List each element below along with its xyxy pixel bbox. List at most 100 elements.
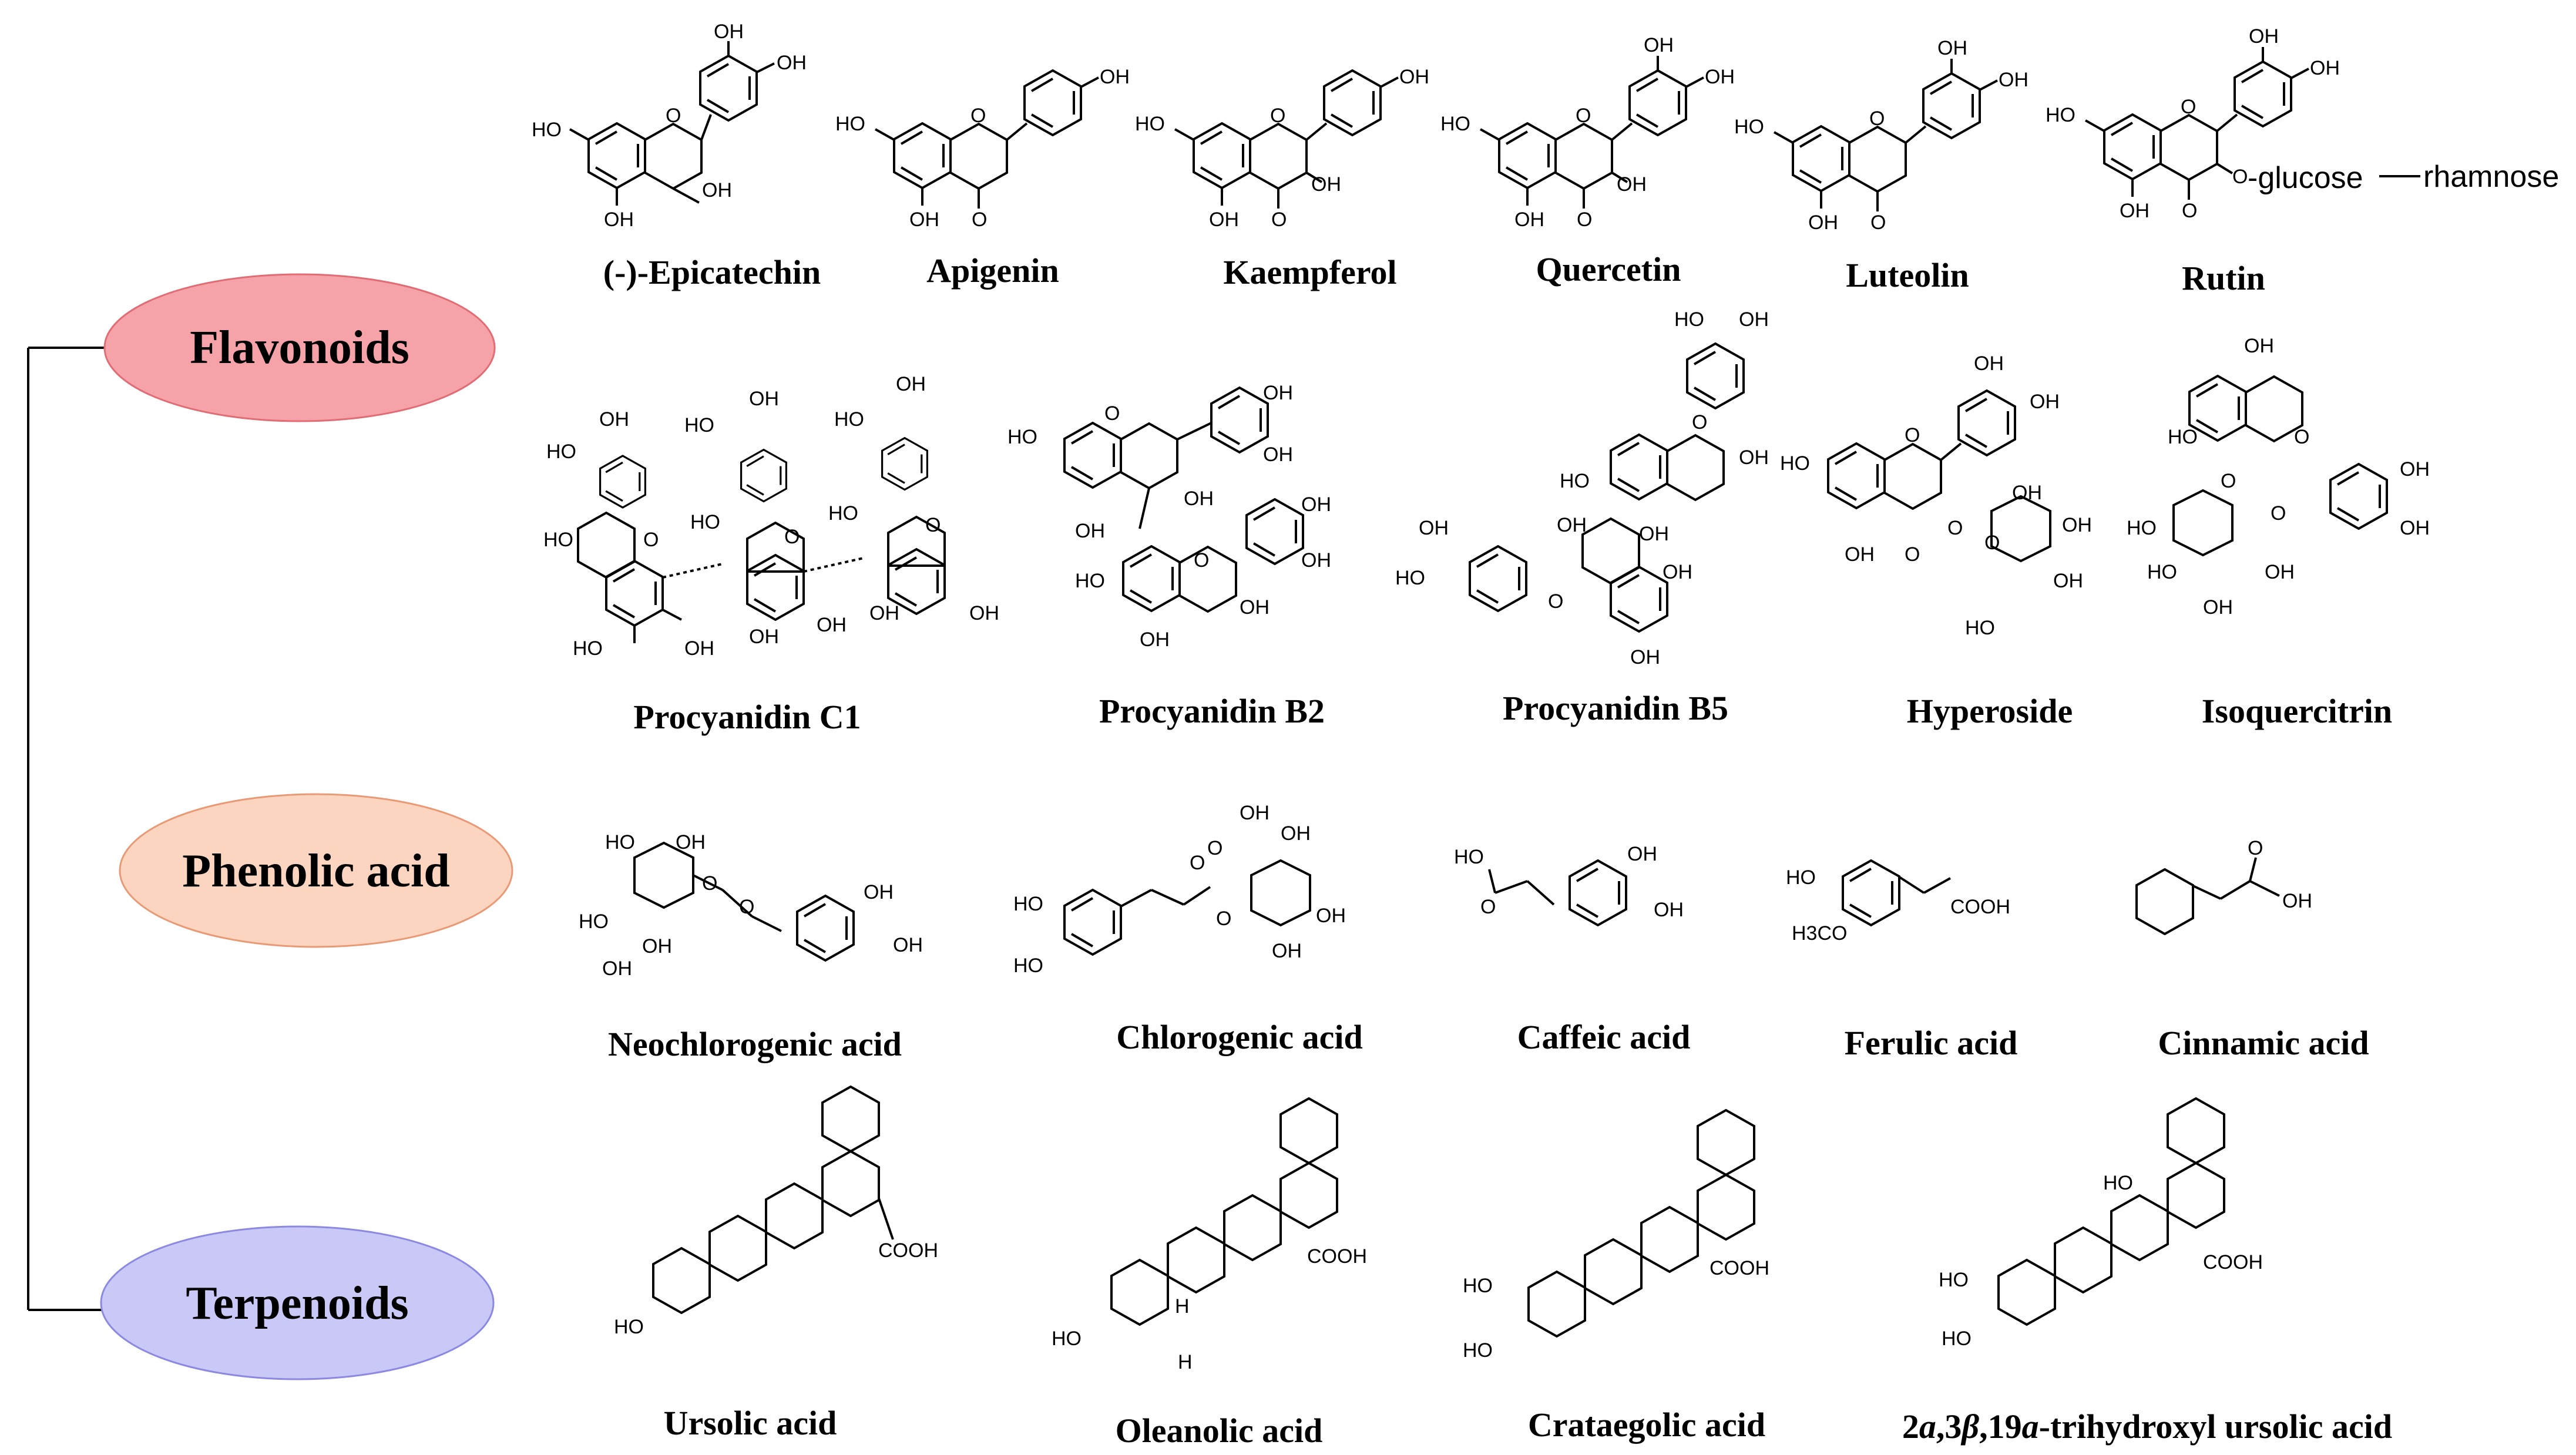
svg-text:OH: OH (1654, 899, 1684, 921)
flavonoids-label: Flavonoids (190, 322, 409, 374)
kaempferol-structure: HO O OH O OH OH (1135, 66, 1429, 231)
svg-text:H: H (1178, 1351, 1193, 1373)
svg-text:OH: OH (969, 602, 999, 624)
svg-text:OH: OH (2400, 517, 2430, 539)
procyanidin-b2-structure: HO O OH OH OH OH HO OH O OH OH OH (1007, 382, 1331, 651)
svg-text:COOH: COOH (1307, 1245, 1367, 1268)
svg-text:-glucose: -glucose (2248, 161, 2363, 195)
svg-text:HO: HO (828, 502, 858, 525)
svg-text:HO: HO (1942, 1328, 1972, 1350)
svg-text:OH: OH (1399, 66, 1429, 88)
svg-text:OH: OH (1263, 443, 1293, 466)
svg-text:HO: HO (614, 1316, 644, 1338)
svg-text:HO: HO (1560, 470, 1590, 492)
compound-label: Oleanolic acid (1116, 1412, 1323, 1450)
svg-text:HO: HO (532, 119, 562, 141)
compound-label: Kaempferol (1223, 253, 1396, 291)
procyanidin-b5-structure: HO OH O OH HO OH OH OH OH HO O OH (1395, 308, 1769, 668)
svg-text:HO: HO (2046, 104, 2075, 126)
svg-text:O: O (1692, 411, 1707, 434)
svg-text:OH: OH (817, 614, 847, 636)
compound-label: Rutin (2182, 259, 2265, 297)
svg-text:OH: OH (2203, 596, 2233, 619)
svg-text:O: O (2294, 426, 2309, 448)
svg-text:OH: OH (1808, 211, 1838, 234)
svg-text:OH: OH (1209, 209, 1239, 231)
svg-text:OH: OH (2244, 335, 2274, 357)
svg-text:O: O (2181, 96, 2196, 118)
svg-text:O: O (1194, 549, 1209, 572)
svg-text:O: O (2248, 837, 2263, 859)
svg-text:OH: OH (1663, 561, 1692, 583)
svg-text:OH: OH (1263, 382, 1293, 404)
svg-text:OH: OH (896, 373, 926, 395)
compound-label: Ursolic acid (664, 1404, 837, 1442)
svg-text:OH: OH (2249, 25, 2279, 48)
svg-text:OH: OH (642, 935, 672, 957)
svg-text:OH: OH (1184, 488, 1214, 510)
svg-text:HO: HO (2127, 517, 2157, 539)
svg-text:O: O (1271, 209, 1287, 231)
svg-text:OH: OH (1075, 520, 1105, 542)
svg-text:OH: OH (1999, 69, 2028, 91)
svg-text:HO: HO (1052, 1328, 1082, 1350)
svg-text:HO: HO (1786, 866, 1816, 889)
svg-text:OH: OH (1630, 646, 1660, 668)
svg-text:COOH: COOH (1950, 896, 2010, 918)
svg-text:OH: OH (702, 179, 732, 201)
hyperoside-structure: HO O OH O O OH OH OH OH OH O HO (1780, 352, 2092, 639)
svg-text:O: O (1216, 908, 1231, 930)
svg-text:OH: OH (777, 52, 807, 74)
svg-text:O: O (1190, 852, 1205, 874)
compound-label: Isoquercitrin (2202, 692, 2392, 730)
compound-labels: (-)-Epicatechin Apigenin Kaempferol Quer… (603, 250, 2392, 1450)
rutin-structure: HO O OH O O -glucose rhamnose OH OH (2046, 25, 2559, 222)
svg-text:HO: HO (605, 831, 635, 853)
svg-text:O: O (702, 872, 717, 895)
svg-text:HO: HO (1734, 116, 1764, 138)
svg-text:HO: HO (1463, 1275, 1493, 1297)
crataegolic-acid-structure: HO HO COOH (1463, 1109, 1769, 1362)
svg-text:OH: OH (1644, 34, 1674, 56)
compound-label: Procyanidin C1 (633, 698, 861, 736)
svg-text:HO: HO (543, 529, 573, 551)
svg-text:OH: OH (2062, 514, 2092, 536)
svg-text:OH: OH (864, 881, 894, 903)
svg-text:OH: OH (2012, 482, 2042, 504)
svg-text:H3CO: H3CO (1792, 922, 1847, 945)
svg-text:HO: HO (1674, 308, 1704, 331)
svg-text:OH: OH (1937, 37, 1967, 59)
svg-text:OH: OH (1739, 446, 1769, 469)
svg-text:OH: OH (749, 388, 779, 410)
svg-text:O: O (666, 105, 681, 127)
svg-text:OH: OH (604, 209, 634, 231)
svg-text:OH: OH (1419, 517, 1449, 539)
chlorogenic-acid-structure: HO HO O O OH OH O OH OH (1013, 802, 1346, 977)
svg-text:OH: OH (684, 637, 714, 660)
svg-text:OH: OH (1272, 940, 1302, 962)
svg-text:OH: OH (1845, 543, 1875, 566)
svg-text:OH: OH (1617, 173, 1647, 196)
svg-text:OH: OH (2265, 561, 2295, 583)
svg-text:O: O (972, 209, 987, 231)
svg-text:OH: OH (2310, 57, 2340, 79)
svg-text:HO: HO (1395, 567, 1425, 589)
svg-text:HO: HO (1780, 452, 1810, 475)
compound-label: Hyperoside (1907, 692, 2073, 730)
svg-text:HO: HO (690, 511, 720, 533)
compound-label: Procyanidin B5 (1503, 689, 1728, 727)
svg-text:O: O (1104, 402, 1120, 425)
svg-text:O: O (925, 514, 941, 536)
svg-text:O: O (1870, 211, 1886, 234)
svg-text:COOH: COOH (1710, 1257, 1769, 1279)
neochlorogenic-acid-structure: HO OH O O HO OH OH OH OH (579, 831, 923, 980)
quercetin-structure: HO O OH O OH OH OH (1440, 34, 1735, 231)
epicatechin-structure: HO O OH OH OH OH (532, 21, 807, 231)
caffeic-acid-structure: HO O OH OH (1454, 843, 1684, 926)
svg-text:OH: OH (1311, 173, 1341, 196)
svg-text:O: O (2271, 502, 2286, 525)
svg-text:OH: OH (749, 626, 779, 648)
procyanidin-c1-structure: HO OH HO O HO OH HO OH HO O OH OH HO OH … (543, 373, 999, 660)
svg-text:HO: HO (1013, 893, 1043, 915)
